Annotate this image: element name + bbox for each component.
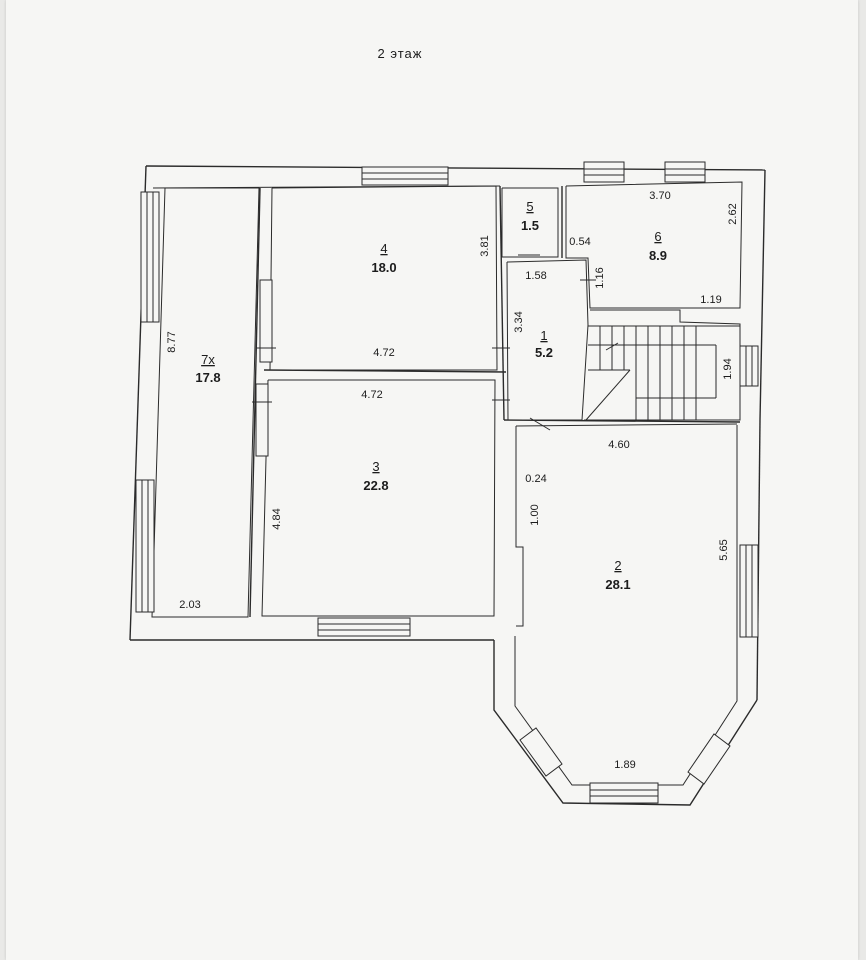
room-5-number: 5 [526,199,533,214]
dim-7x-width: 2.03 [179,599,200,611]
outer-walls [129,165,766,806]
window-room-6-a [583,161,625,183]
dim-room-1-width: 1.58 [525,270,546,282]
door-marks [252,254,596,431]
dim-room-6-offset: 0.54 [569,236,590,248]
dim-room-2-width: 4.60 [608,439,629,451]
dim-room-6-step: 1.16 [594,267,606,288]
room-3-outline [261,379,496,617]
plan-title: 2 этаж [378,46,423,61]
window-room-2-bay-right [687,733,731,785]
window-room-2-bay-left [519,727,563,777]
dim-stair-depth: 1.94 [722,358,734,379]
dim-room-2-offset: 0.24 [525,473,546,485]
window-room-3-inner [255,383,269,457]
window-room-2-bay [589,782,659,804]
window-room-3 [317,617,411,637]
dim-room-6-width: 3.70 [649,190,670,202]
window-room-6-b [664,161,706,183]
dim-room-6-depth: 2.62 [727,203,739,224]
window-room-4-inner [259,279,273,363]
window-room-4 [361,166,449,186]
window-room-7x-a [140,191,160,323]
stair [584,309,741,421]
window-room-2-side [739,544,759,638]
room-5-outline [501,187,559,258]
room-6-area: 8.9 [649,248,667,263]
window-room-7x-b [135,479,155,613]
room-5-area: 1.5 [521,218,539,233]
dim-room-3-depth: 4.84 [271,508,283,529]
dim-room-4-depth: 3.81 [479,235,491,256]
room-1-outline [506,259,589,421]
dim-room-3-width: 4.72 [361,389,382,401]
dim-room-6-bottom: 1.19 [700,294,721,306]
room-7x-area: 17.8 [195,370,220,385]
dim-7x-length: 8.77 [166,331,178,352]
dim-room-4-width: 4.72 [373,347,394,359]
dim-room-2-niche: 1.00 [529,504,541,525]
room-1-area: 5.2 [535,345,553,360]
room-2-outline [515,423,738,627]
room-7x-outline [151,187,260,618]
room-6-outline [565,181,743,309]
room-3-area: 22.8 [363,478,388,493]
room-4-outline [269,185,498,371]
room-6-number: 6 [654,229,661,244]
dim-room-2-bay: 1.89 [614,759,635,771]
room-4-area: 18.0 [371,260,396,275]
room-1-number: 1 [540,328,547,343]
room-4-number: 4 [380,241,387,256]
room-3-number: 3 [372,459,379,474]
room-2-number: 2 [614,558,621,573]
room-2-area: 28.1 [605,577,630,592]
room-7x-number: 7х [201,352,215,367]
dim-room-1-depth: 3.34 [513,311,525,332]
dim-room-2-depth: 5.65 [718,539,730,560]
window-stair [739,345,759,387]
room-labels: 7х 17.8 4 18.0 3 22.8 5 1.5 6 8.9 1 5.2 … [195,199,667,592]
dimension-labels: 8.77 2.03 4.72 3.81 4.72 4.84 1.58 3.34 … [166,190,739,771]
